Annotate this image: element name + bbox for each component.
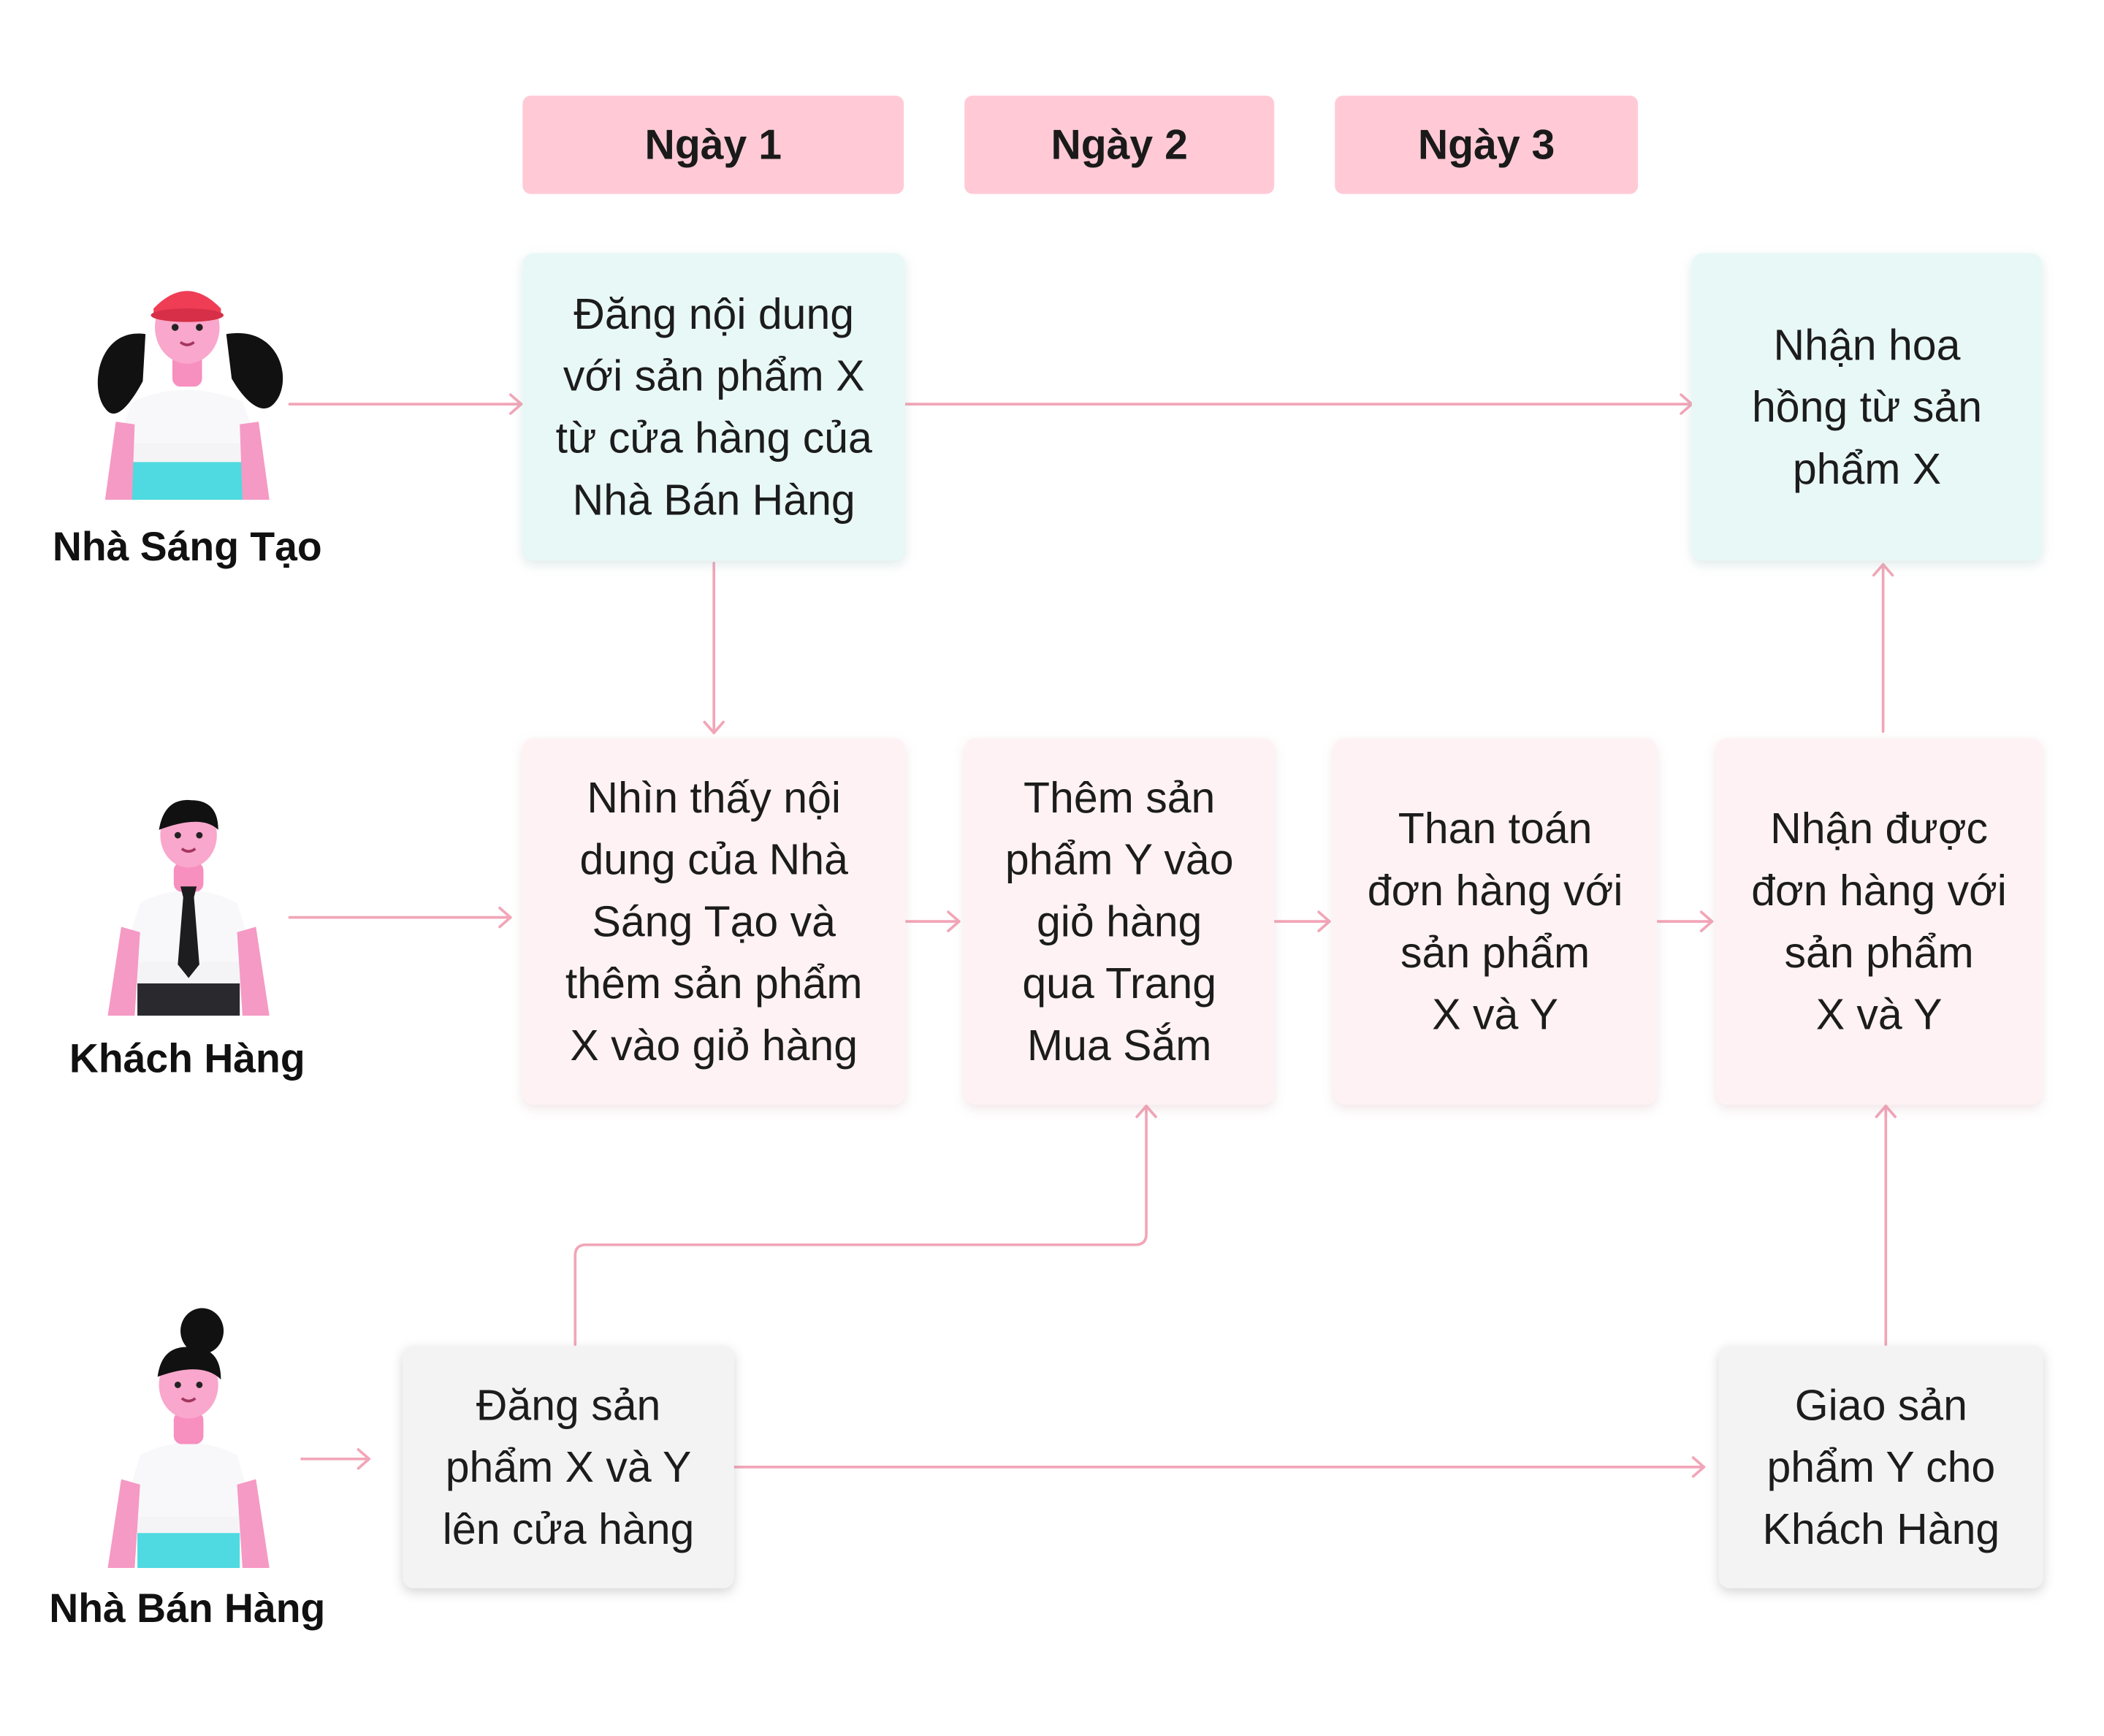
day-2-header: Ngày 2 [964,95,1275,194]
day-1-header: Ngày 1 [522,95,904,194]
customer-avatar [107,799,270,1016]
step-seller-list: Đăng sản phẩm X và Y lên cửa hàng [403,1345,734,1588]
seller-avatar [107,1308,270,1569]
step-creator-commission: Nhận hoa hồng từ sản phẩm X [1691,253,2043,561]
step-creator-post: Đăng nội dung với sản phẩm X từ cửa hàng… [522,253,906,561]
day-3-header: Ngày 3 [1335,95,1639,194]
step-customer-add: Thêm sản phẩm Y vào giỏ hàng qua Trang M… [964,738,1275,1105]
step-customer-pay: Than toán đơn hàng với sản phẩm X và Y [1333,738,1657,1105]
step-customer-see: Nhìn thấy nội dung của Nhà Sáng Tạo và t… [522,738,906,1105]
creator-avatar [97,291,283,500]
step-seller-ship: Giao sản phẩm Y cho Khách Hàng [1718,1345,2044,1588]
step-customer-receive: Nhận được đơn hàng với sản phẩm X và Y [1715,738,2043,1105]
actor-customer-label: Khách Hàng [69,1037,305,1082]
arrow-list-to-add [573,1104,1148,1346]
actor-creator-label: Nhà Sáng Tạo [52,525,322,570]
actor-seller-label: Nhà Bán Hàng [49,1586,326,1632]
